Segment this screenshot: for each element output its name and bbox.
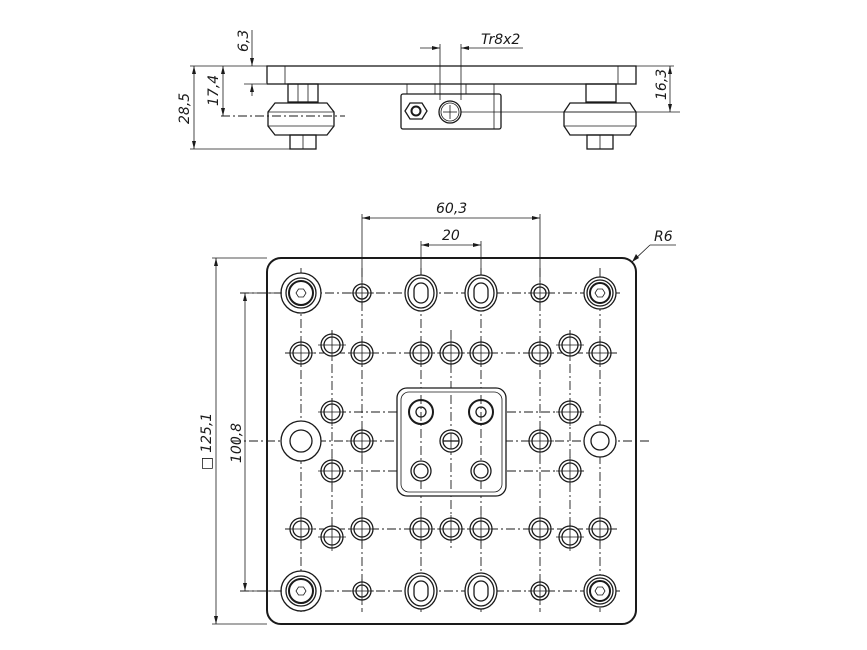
mounting-hole	[556, 398, 584, 426]
mounting-hole	[526, 339, 554, 367]
mounting-hole	[407, 515, 435, 543]
mounting-hole	[287, 339, 315, 367]
hex-nut-icon	[404, 102, 428, 120]
mounting-hole	[467, 339, 495, 367]
mounting-hole	[437, 515, 465, 543]
dim-outer-hole-spacing: 60,3	[436, 201, 467, 217]
mounting-hole	[350, 579, 374, 603]
square-symbol: □	[199, 457, 215, 470]
mounting-hole	[350, 281, 374, 305]
left-wheel-side	[267, 83, 335, 150]
side-plate	[266, 65, 637, 85]
mounting-hole	[348, 339, 376, 367]
dim-plate-thickness: 6,3	[236, 30, 252, 52]
dim-plate-to-axis: 17,4	[206, 75, 222, 106]
wheel-mount-br	[583, 574, 617, 608]
top-view: 60,3 20 R6 □ 125,1 100,8	[199, 201, 676, 625]
mounting-hole	[318, 398, 346, 426]
dim-right-height: 16,3	[654, 69, 670, 100]
small-holes	[287, 281, 614, 603]
corner-wheel-mounts	[280, 272, 617, 612]
dim-plate-size: □ 125,1	[199, 413, 215, 470]
dim-corner-radius: R6	[654, 229, 673, 245]
mounting-hole	[467, 515, 495, 543]
lead-nut-block	[400, 83, 502, 130]
mounting-hole	[318, 523, 346, 551]
center-carriage	[396, 387, 507, 497]
mounting-hole	[528, 281, 552, 305]
dim-thread: Tr8x2	[481, 32, 520, 48]
wheel-mount-tl	[280, 272, 322, 314]
dim-total-height: 28,5	[177, 93, 193, 124]
dim-inner-hole-spacing: 20	[442, 228, 460, 244]
right-wheel-side	[563, 83, 637, 150]
side-view: 6,3 17,4 28,5 16,3 Tr8x2	[177, 30, 680, 150]
mounting-hole	[318, 457, 346, 485]
side-wheel-mounts	[280, 420, 617, 462]
wheel-mount-tr	[583, 276, 617, 310]
mounting-hole	[586, 515, 614, 543]
mounting-hole	[287, 515, 315, 543]
dim-wheel-spacing: 100,8	[229, 423, 245, 463]
mounting-hole	[318, 331, 346, 359]
mounting-hole	[348, 515, 376, 543]
mounting-hole	[556, 457, 584, 485]
mounting-hole	[556, 331, 584, 359]
slotted-holes	[404, 274, 498, 610]
mounting-hole	[586, 339, 614, 367]
mounting-hole	[526, 427, 554, 455]
mounting-hole	[437, 339, 465, 367]
mounting-hole	[526, 515, 554, 543]
mounting-hole	[528, 579, 552, 603]
wheel-mount-bl	[280, 570, 322, 612]
plate-size-value: 125,1	[199, 413, 215, 453]
mounting-hole	[407, 339, 435, 367]
mounting-hole	[348, 427, 376, 455]
mounting-hole	[556, 523, 584, 551]
